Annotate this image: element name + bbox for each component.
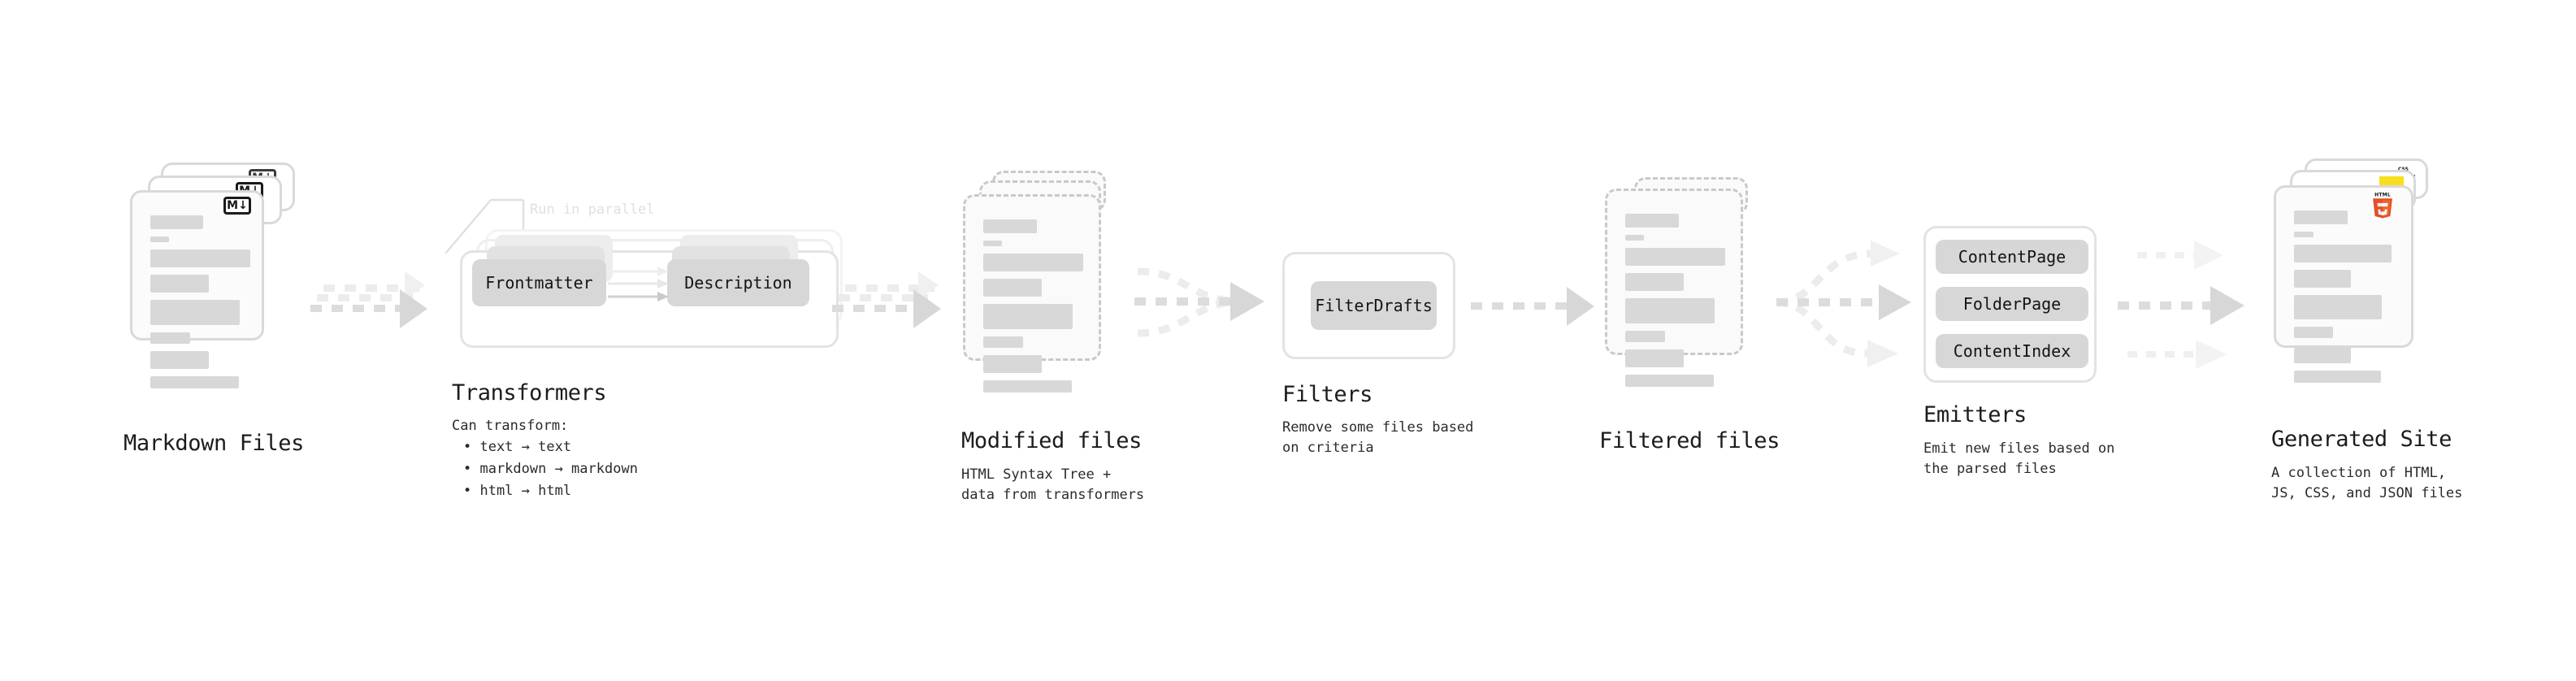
generated-site-heading: Generated Site <box>2271 427 2452 452</box>
skeleton-line <box>150 275 209 293</box>
pill-contentpage[interactable]: ContentPage <box>1936 240 2088 274</box>
pill-filterdrafts[interactable]: FilterDrafts <box>1311 281 1437 330</box>
skeleton-sub <box>2294 232 2314 237</box>
arrow-filtered-to-emitters <box>1776 241 1911 367</box>
skeleton-sub <box>1625 235 1644 241</box>
emitters-subtext: Emit new files based on the parsed files <box>1923 440 2115 477</box>
skeleton-line <box>150 351 209 369</box>
skeleton-line <box>1625 298 1715 323</box>
skeleton-line <box>1625 273 1684 291</box>
markdown-files-heading: Markdown Files <box>124 431 304 456</box>
skeleton-title <box>1625 214 1679 228</box>
transformers-box-front: Frontmatter Description <box>460 235 839 348</box>
markdown-card-content <box>150 215 250 396</box>
pill-contentindex[interactable]: ContentIndex <box>1936 334 2088 368</box>
generated-site-subtext: A collection of HTML, JS, CSS, and JSON … <box>2271 465 2463 501</box>
transformers-bullet-1: • markdown → markdown <box>463 461 638 477</box>
skeleton-line <box>1625 331 1665 342</box>
css-icon-label: CSS <box>2398 167 2409 172</box>
arrow-dash-top <box>845 284 935 292</box>
skeleton-line <box>983 336 1023 348</box>
arrow-head-main <box>400 289 427 328</box>
transformers-heading: Transformers <box>452 380 607 406</box>
skeleton-line <box>1625 248 1725 266</box>
skeleton-line <box>983 304 1073 329</box>
skeleton-line <box>983 355 1042 373</box>
arrow-emitters-to-site <box>2118 241 2244 369</box>
skeleton-title <box>2294 210 2348 224</box>
arrow-dash-bottom <box>310 305 408 312</box>
filters-heading: Filters <box>1282 382 1373 407</box>
skeleton-line <box>983 254 1083 271</box>
skeleton-line <box>150 249 250 267</box>
arrow-dash <box>1471 302 1570 310</box>
skeleton-line <box>2294 327 2333 338</box>
markdown-icon: M↓ <box>223 197 251 215</box>
filters-box: FilterDrafts <box>1282 252 1455 359</box>
filtered-files-heading: Filtered files <box>1599 428 1780 453</box>
skeleton-sub <box>150 236 169 242</box>
svg-text:HTML: HTML <box>2374 193 2391 198</box>
arrow-head-main <box>913 289 941 328</box>
arrow-dash-top <box>323 284 421 292</box>
site-card-front-html <box>2274 185 2413 383</box>
emitters-box: ContentPage FolderPage ContentIndex <box>1923 226 2097 383</box>
run-in-parallel-note: Run in parallel <box>530 202 655 218</box>
skeleton-title <box>150 215 203 229</box>
filtered-card-front <box>1605 189 1743 387</box>
run-in-parallel-leader <box>445 198 525 254</box>
skeleton-line <box>983 279 1042 297</box>
skeleton-line <box>2294 245 2392 262</box>
filtered-card-content <box>1625 214 1725 394</box>
markdown-icon-letter: M <box>227 199 239 212</box>
filters-subtext: Remove some files based on criteria <box>1282 419 1474 456</box>
skeleton-line <box>983 380 1072 393</box>
skeleton-line <box>2294 270 2351 288</box>
skeleton-title <box>983 219 1037 233</box>
modified-files-subtext: HTML Syntax Tree + data from transformer… <box>961 466 1145 503</box>
modified-files-heading: Modified files <box>961 428 1142 453</box>
skeleton-sub <box>983 241 1002 246</box>
transformers-bullet-0: • text → text <box>463 439 572 455</box>
arrow-head <box>1567 287 1594 326</box>
pill-frontmatter[interactable]: Frontmatter <box>472 259 606 306</box>
skeleton-line <box>1625 349 1684 367</box>
markdown-card-front <box>130 190 264 388</box>
pill-description[interactable]: Description <box>667 259 809 306</box>
pill-folderpage[interactable]: FolderPage <box>1936 287 2088 321</box>
arrow-dash-mid <box>317 294 414 301</box>
arrow-modified-to-filters <box>1134 267 1264 337</box>
skeleton-line <box>150 332 190 344</box>
modified-card-content <box>983 219 1083 400</box>
emitters-heading: Emitters <box>1923 402 2027 427</box>
transformers-subtext: Can transform: <box>452 418 569 434</box>
skeleton-line <box>150 376 239 388</box>
arrow-dash-mid <box>839 294 928 301</box>
modified-card-front <box>963 194 1101 393</box>
html5-icon: HTML <box>2373 193 2392 219</box>
transformers-bullet-2: • html → html <box>463 483 572 499</box>
skeleton-line <box>2294 345 2351 363</box>
site-card-content <box>2294 210 2395 390</box>
skeleton-line <box>2294 371 2381 383</box>
transformer-inner-arrows <box>608 267 669 301</box>
arrow-dash-bottom <box>832 305 922 312</box>
skeleton-line <box>2294 295 2382 319</box>
skeleton-line <box>150 300 240 325</box>
skeleton-line <box>1625 375 1714 387</box>
